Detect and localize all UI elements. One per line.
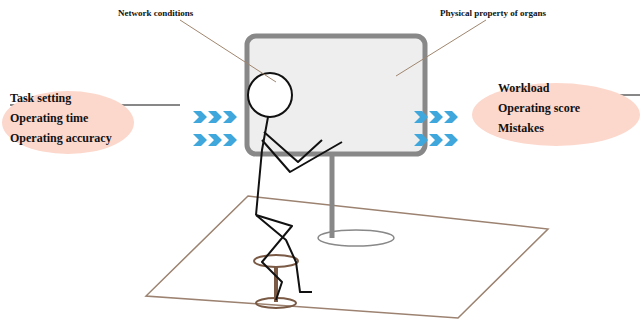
chevron (223, 134, 237, 146)
pink-ellipse-group: Task settingOperating timeOperating accu… (2, 84, 134, 154)
leader-line (180, 20, 276, 82)
group-heading: Workload (498, 78, 634, 98)
person (248, 73, 342, 300)
chevron (193, 134, 207, 146)
chevron (208, 134, 222, 146)
chevron (193, 111, 207, 123)
callout-label: Network conditions (118, 8, 193, 18)
chevron (414, 134, 428, 146)
callout-label: Physical property of organs (440, 8, 546, 18)
monitor (247, 36, 425, 154)
item-text: Operating accuracy (10, 128, 128, 148)
leader-line (396, 20, 486, 76)
stand-base (318, 230, 394, 246)
stand-pole (330, 150, 335, 238)
group-heading: Task setting (10, 88, 128, 108)
pink-ellipse-group: WorkloadOperating scoreMistakes (472, 76, 640, 146)
floor (146, 196, 548, 318)
item-text: Operating score (498, 98, 634, 118)
item-text: Operating time (10, 108, 128, 128)
chevron (208, 111, 222, 123)
chevron (414, 111, 428, 123)
flow-arrows (193, 111, 458, 146)
chevron (223, 111, 237, 123)
chevron (429, 134, 443, 146)
chevron (429, 111, 443, 123)
stool-seat (254, 255, 298, 267)
chevron (444, 134, 458, 146)
item-text: Mistakes (498, 118, 634, 138)
chevron (444, 111, 458, 123)
